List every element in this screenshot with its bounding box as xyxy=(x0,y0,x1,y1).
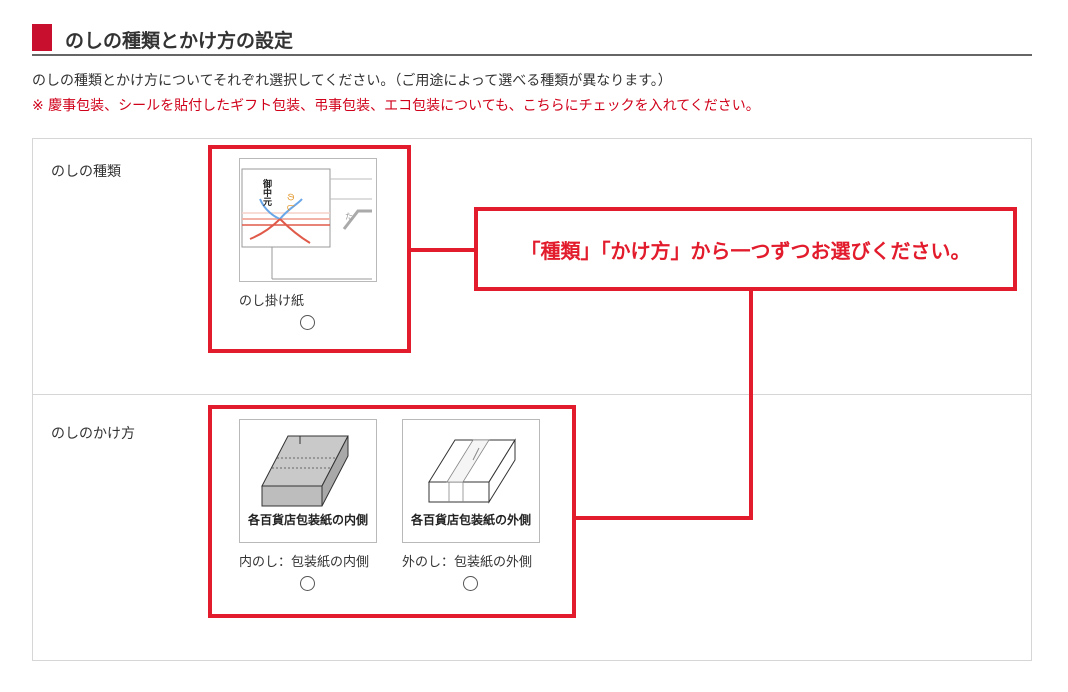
uchinoshi-image: 各百貨店包装紙の内側 xyxy=(239,419,377,543)
noshi-type-label: のしの種類 xyxy=(51,164,121,180)
noshi-kakegami-radio[interactable] xyxy=(299,315,315,330)
callout-connector-vertical xyxy=(749,289,753,520)
callout-connector-top xyxy=(408,248,476,252)
callout-connector-bottom xyxy=(573,516,753,520)
highlight-box-type xyxy=(208,145,411,353)
noshi-kakegami-label: のし掛け紙 xyxy=(239,294,305,309)
box-inside-illustration xyxy=(261,435,349,507)
uchinoshi-caption: 各百貨店包装紙の内側 xyxy=(247,513,368,527)
svg-text:た: た xyxy=(345,212,353,221)
option-noshi-kakegami[interactable]: の し 御中元 た のし掛け紙 xyxy=(239,158,377,330)
callout-text: 「種類」「かけ方」から一つずつお選びください。 xyxy=(520,238,971,263)
box-outside-illustration xyxy=(428,438,516,504)
noshi-kakegami-image: の し 御中元 た xyxy=(239,158,377,282)
svg-text:の し: の し xyxy=(286,193,295,212)
uchinoshi-label: 内のし：包装紙の内側 xyxy=(239,555,370,570)
uchinoshi-radio[interactable] xyxy=(299,576,315,591)
option-sotonoshi[interactable]: 各百貨店包装紙の外側 外のし：包装紙の外側 xyxy=(402,419,540,591)
highlight-box-wrap xyxy=(208,405,576,618)
option-uchinoshi[interactable]: 各百貨店包装紙の内側 内のし：包装紙の内側 xyxy=(239,419,377,591)
section-header: のしの種類とかけ方の設定 xyxy=(32,22,1032,56)
sotonoshi-label: 外のし：包装紙の外側 xyxy=(402,555,533,570)
svg-text:御中元: 御中元 xyxy=(261,178,273,207)
intro-text: のしの種類とかけ方についてそれぞれ選択してください。（ご用途によって選べる種類が… xyxy=(32,73,672,89)
row-divider xyxy=(33,394,1031,395)
sotonoshi-image: 各百貨店包装紙の外側 xyxy=(402,419,540,543)
instruction-callout: 「種類」「かけ方」から一つずつお選びください。 xyxy=(474,207,1017,291)
sotonoshi-radio[interactable] xyxy=(462,576,478,591)
note-text: ※ 慶事包装、シールを貼付したギフト包装、弔事包装、エコ包装についても、こちらに… xyxy=(32,98,760,114)
heading-accent-bar xyxy=(32,24,52,51)
section-title: のしの種類とかけ方の設定 xyxy=(65,30,294,52)
sotonoshi-caption: 各百貨店包装紙の外側 xyxy=(410,513,531,527)
noshi-wrap-label: のしのかけ方 xyxy=(51,426,135,442)
noshi-paper-illustration: の し 御中元 た xyxy=(241,168,372,280)
